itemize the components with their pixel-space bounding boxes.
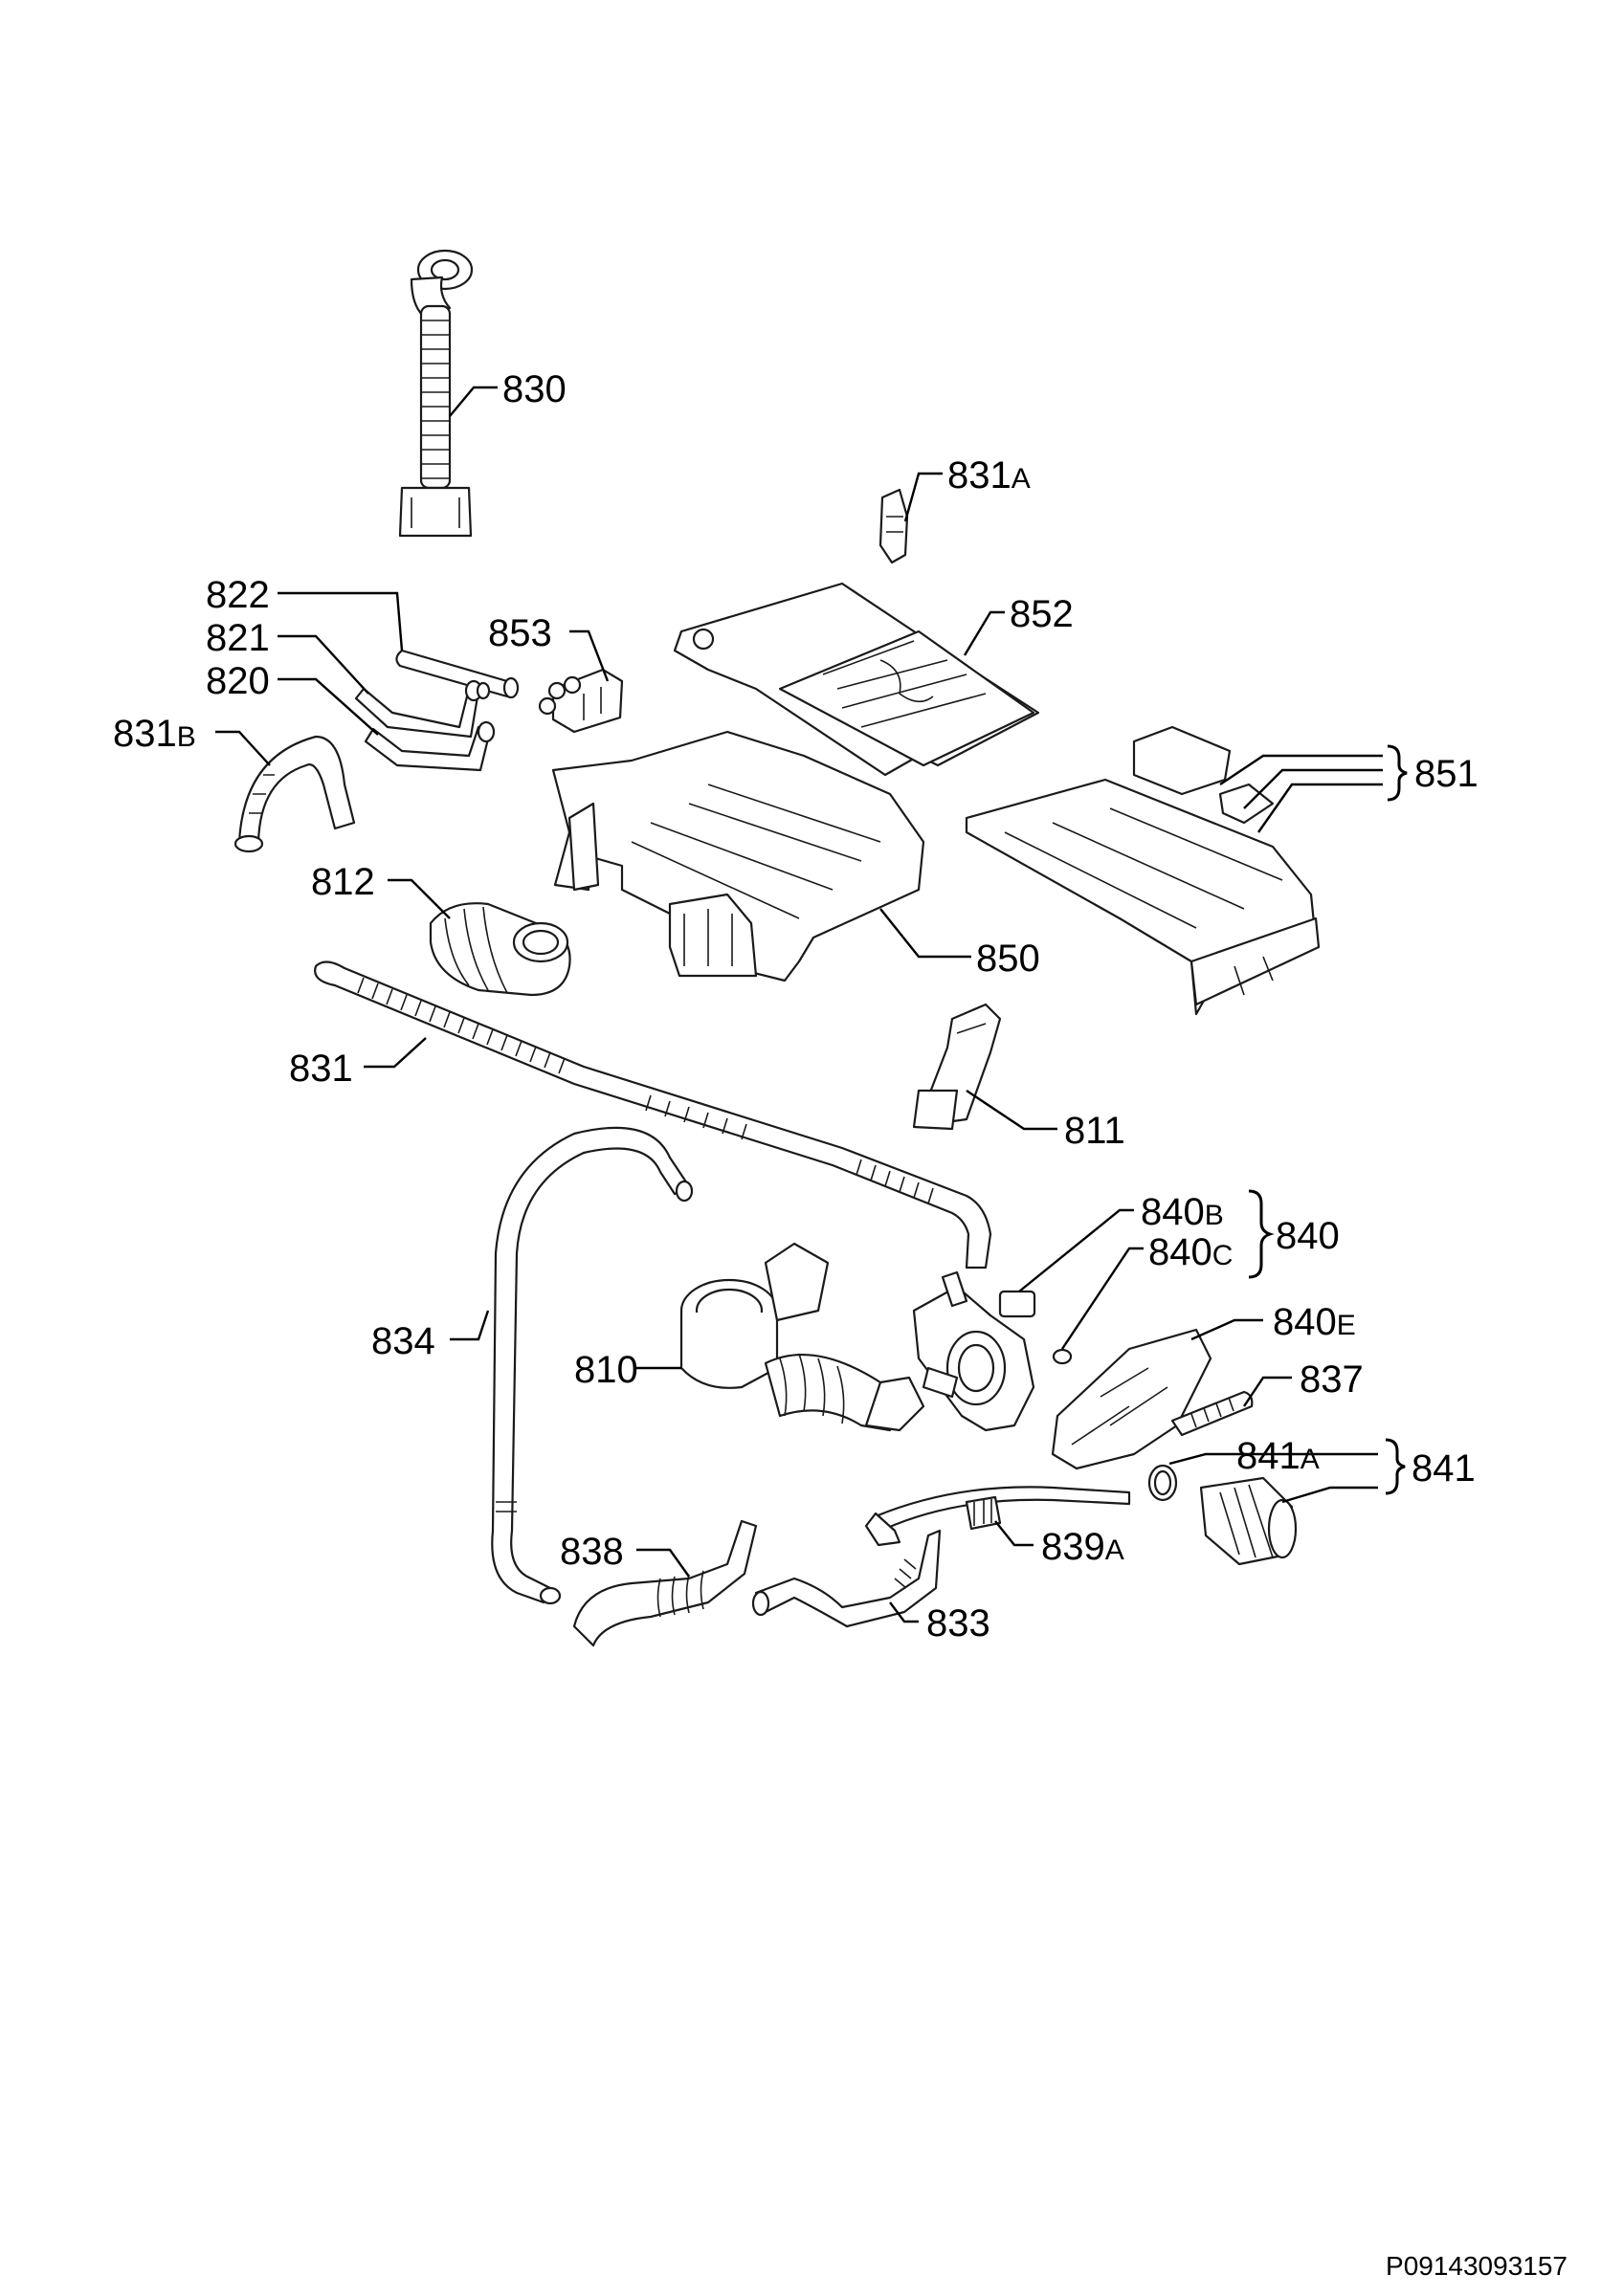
label-820: 820 <box>206 660 270 702</box>
label-852: 852 <box>1010 593 1074 635</box>
label-841a: 841A <box>1236 1435 1320 1477</box>
label-810: 810 <box>574 1349 638 1391</box>
label-841: 841 <box>1412 1447 1476 1490</box>
part-821-bent-pipe <box>354 679 491 739</box>
label-837: 837 <box>1300 1358 1364 1401</box>
label-831a: 831A <box>947 454 1031 497</box>
part-820-bent-pipe <box>364 720 496 772</box>
label-840e: 840E <box>1273 1301 1356 1343</box>
label-821: 821 <box>206 617 270 659</box>
label-840c: 840C <box>1148 1231 1233 1273</box>
label-830: 830 <box>502 368 567 410</box>
label-831: 831 <box>289 1048 353 1090</box>
part-839a-hose <box>864 1486 1131 1547</box>
label-853: 853 <box>488 612 552 654</box>
part-852-dispenser-cover <box>673 582 1040 777</box>
label-840: 840 <box>1276 1215 1340 1257</box>
part-822-pipe <box>395 649 520 699</box>
part-840e-pump-cover <box>1051 1328 1212 1470</box>
part-851-dispenser-drawer <box>965 725 1321 1016</box>
label-834: 834 <box>371 1320 435 1362</box>
part-850-dispenser-housing <box>551 730 925 982</box>
part-853-valve <box>538 668 624 734</box>
part-831b-hose-guide <box>233 735 356 853</box>
leader-lines <box>215 386 1383 1623</box>
part-840c-nut <box>1052 1348 1073 1365</box>
braces <box>1248 744 1408 1495</box>
label-840b: 840B <box>1141 1191 1224 1233</box>
part-837-hose <box>1170 1390 1254 1437</box>
label-831b: 831B <box>113 713 196 755</box>
part-841-filter <box>1147 1464 1298 1566</box>
part-833-hose <box>751 1529 942 1628</box>
document-id: P09143093157 <box>1386 2251 1567 2281</box>
brace-851 <box>1387 744 1408 802</box>
part-838-hose <box>572 1519 758 1647</box>
part-830-drain-hose-elbow <box>398 249 474 538</box>
part-831-corrugated-hose <box>314 960 992 1269</box>
label-811: 811 <box>1064 1110 1125 1152</box>
part-810-sump <box>679 1242 925 1432</box>
brace-841 <box>1385 1438 1406 1495</box>
part-811-nozzle <box>912 1003 1002 1131</box>
part-834-drain-hose <box>491 1126 694 1605</box>
label-822: 822 <box>206 574 270 616</box>
part-840-pump-assembly <box>912 1270 1073 1432</box>
part-840b-seal <box>998 1290 1036 1318</box>
part-812-bellows <box>429 902 571 997</box>
part-831a-clip <box>878 488 909 564</box>
label-833: 833 <box>926 1602 990 1645</box>
label-851: 851 <box>1414 753 1478 795</box>
label-838: 838 <box>560 1531 624 1573</box>
brace-840 <box>1248 1189 1275 1279</box>
label-839a: 839A <box>1041 1526 1124 1568</box>
label-850: 850 <box>976 938 1040 980</box>
label-812: 812 <box>311 861 375 903</box>
part-labels: 830 831A 822 853 852 821 820 831B 851 81… <box>113 368 1478 1645</box>
